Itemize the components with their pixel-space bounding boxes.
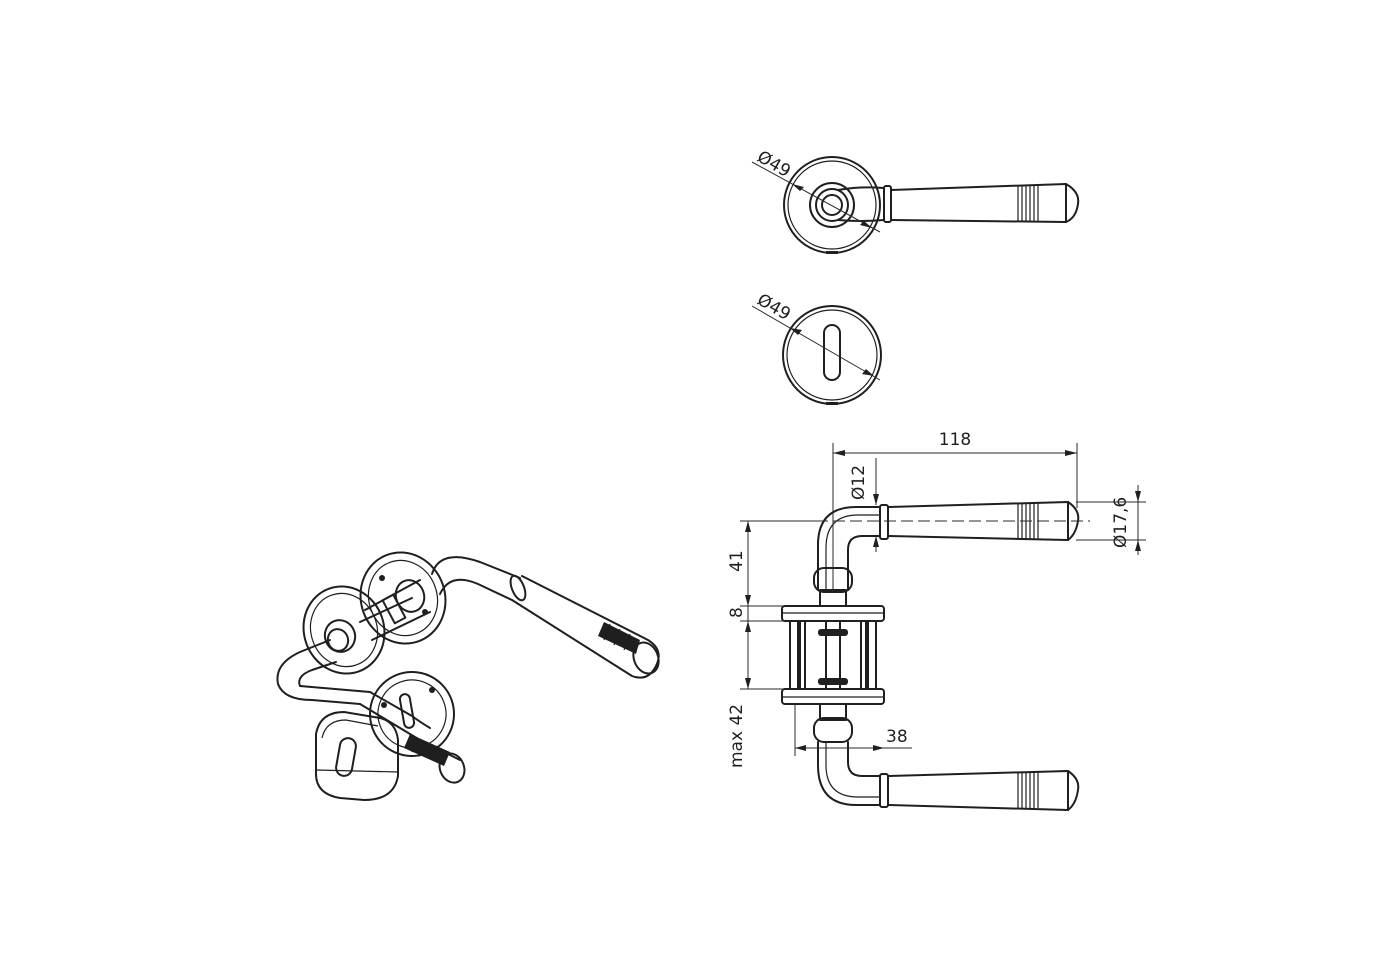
side-view-assembly: 118 Ø12 Ø17,6 41 8 max 42 38 xyxy=(727,430,1146,811)
door-thickness-label: max 42 xyxy=(727,704,747,768)
lever-offset-label: 41 xyxy=(727,550,747,572)
grip-diameter-label: Ø17,6 xyxy=(1111,497,1131,548)
rose-projection-label: 38 xyxy=(886,727,908,747)
rose-thickness-label: 8 xyxy=(727,607,747,618)
neck-diameter-label: Ø12 xyxy=(849,465,869,500)
escutcheon-diameter-label: Ø49 xyxy=(754,290,794,325)
front-view-lever-on-rose: Ø49 xyxy=(751,147,1080,254)
front-view-escutcheon: Ø49 xyxy=(751,290,882,405)
rose-diameter-label: Ø49 xyxy=(754,147,794,182)
lever-length-label: 118 xyxy=(939,430,971,450)
isometric-view xyxy=(276,551,660,801)
